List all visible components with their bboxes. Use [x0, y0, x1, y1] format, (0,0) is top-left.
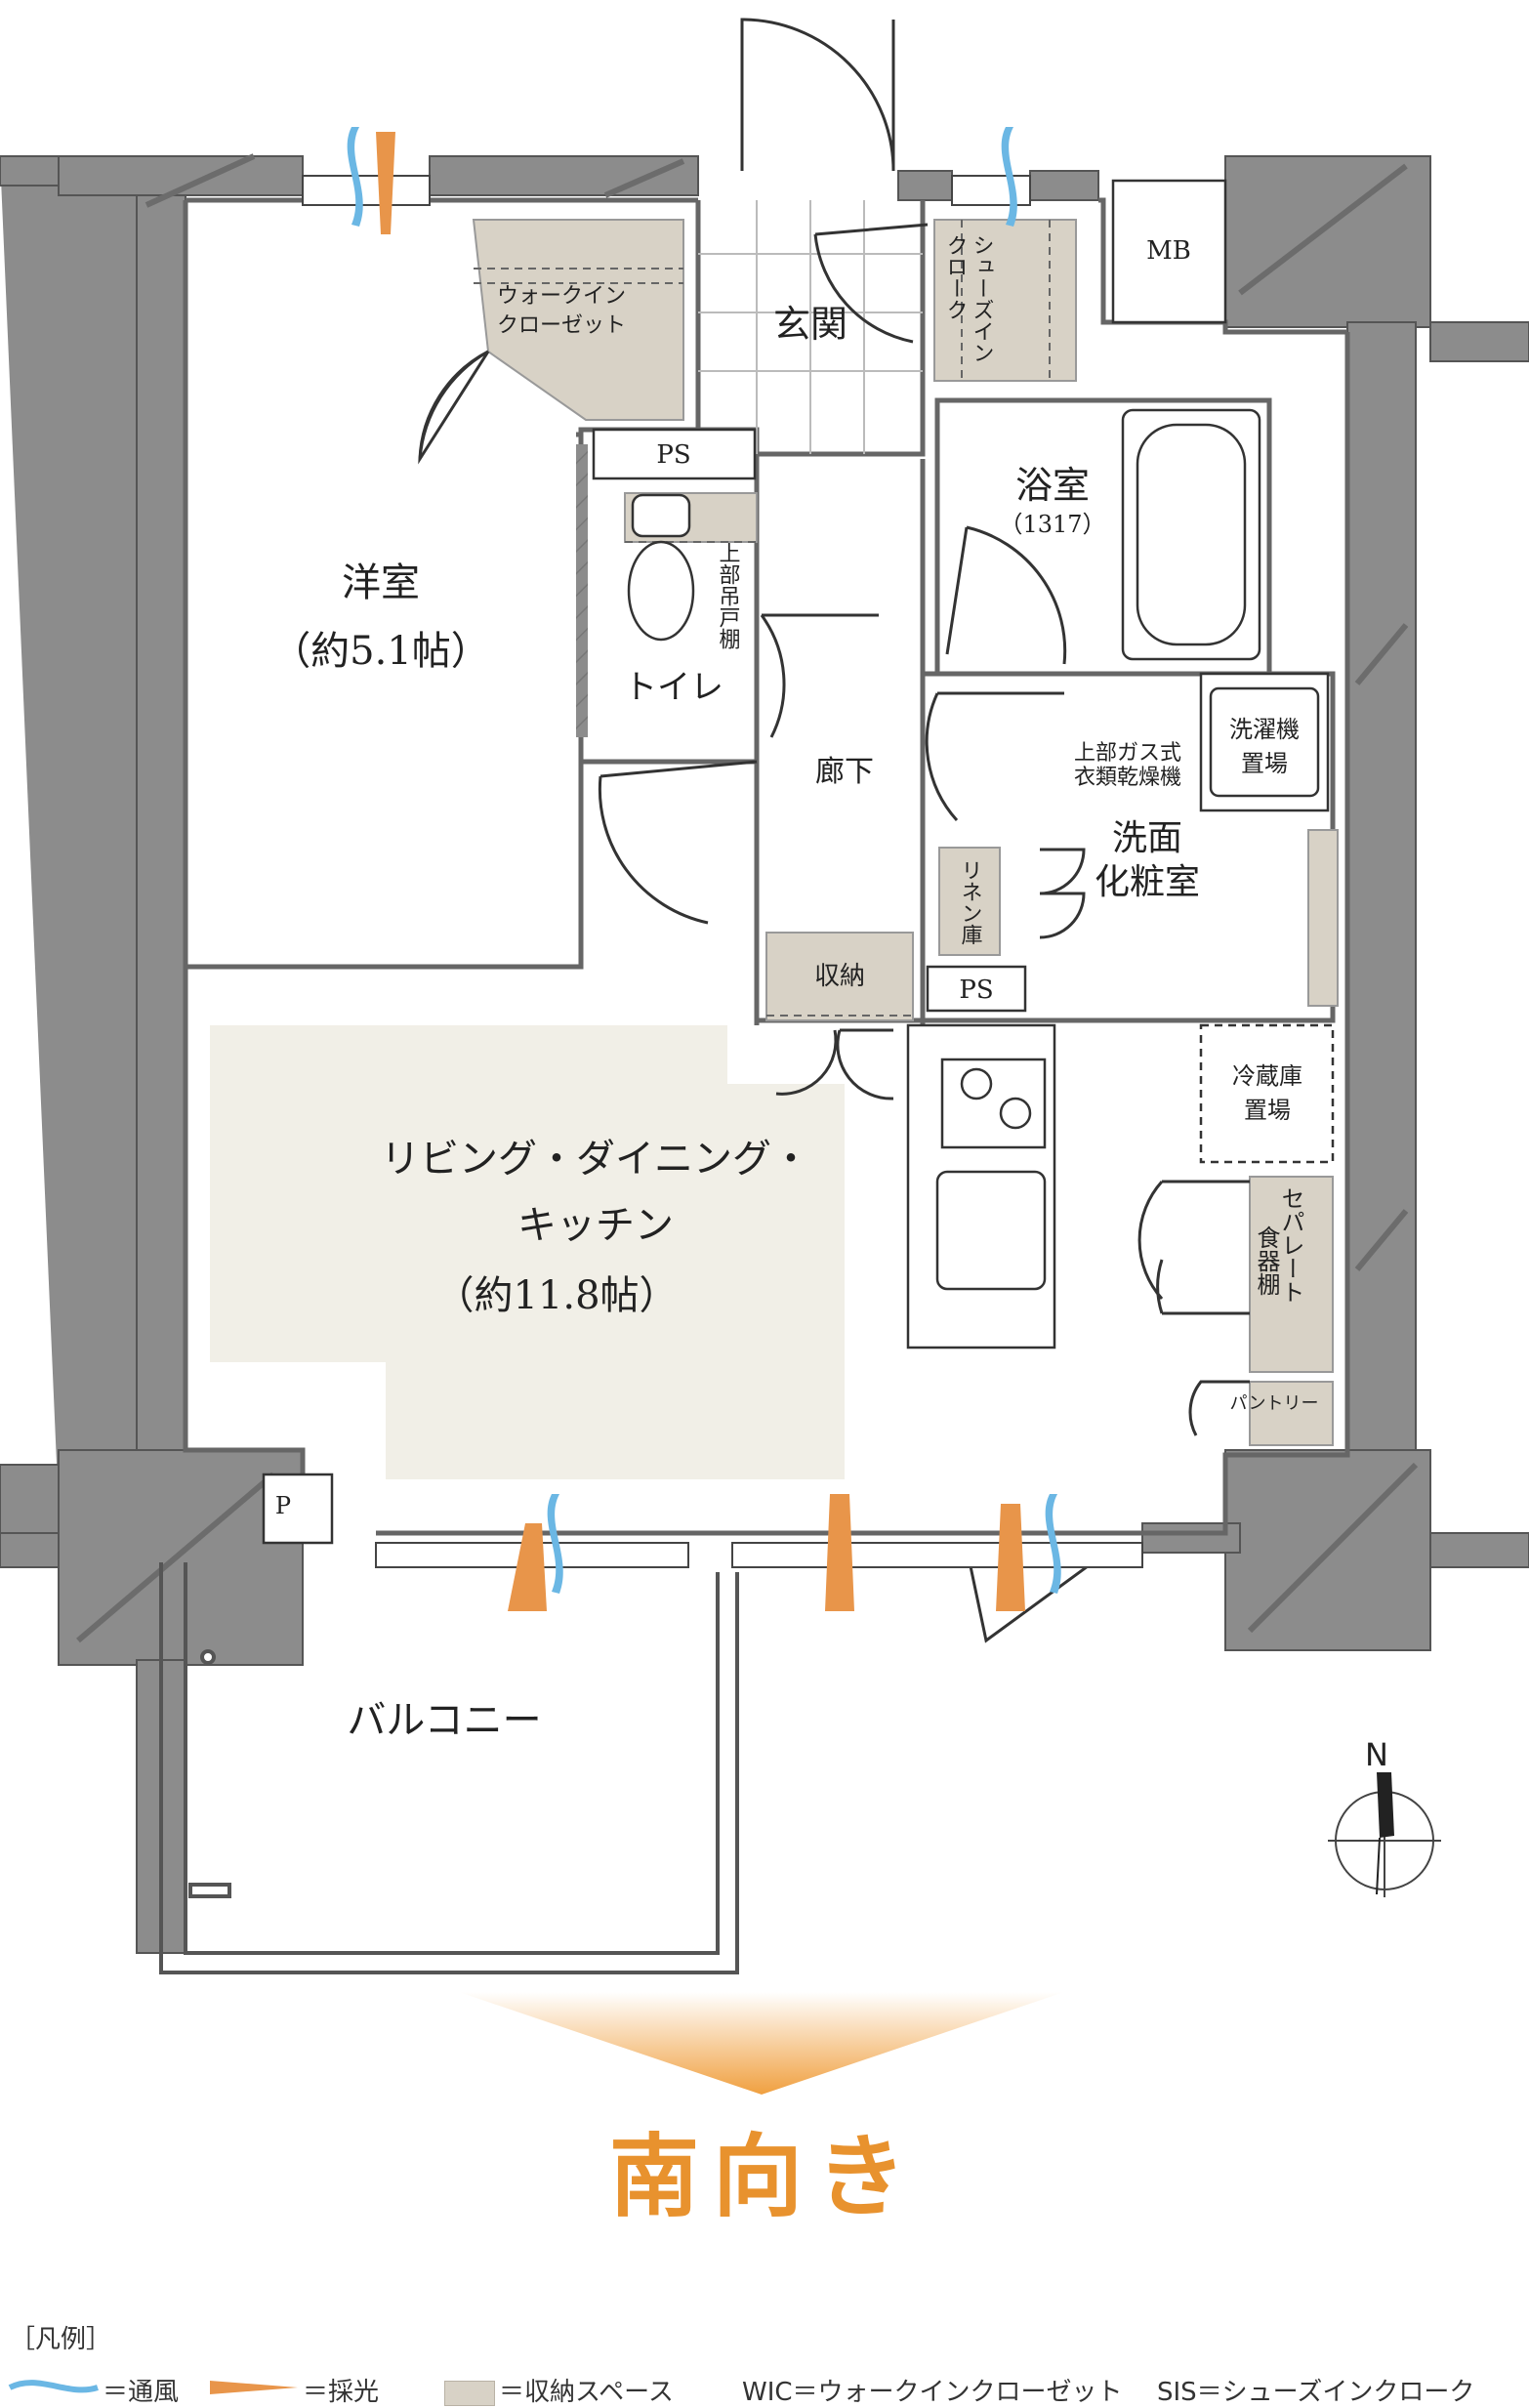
- room-labels: 洋室 （約5.1帖） ウォークイン クローゼット 玄関 MB PS PS 浴室 …: [271, 236, 1318, 1743]
- entrance-label: 玄関: [773, 303, 847, 346]
- dryer-note-1: 上部ガス式: [1074, 741, 1181, 766]
- wic-label-1: ウォークイン: [497, 284, 626, 309]
- sis-vertical-1: シューズイン: [970, 234, 994, 363]
- legend-daylight: ＝採光: [303, 2378, 380, 2407]
- doors: [418, 18, 1250, 1643]
- legend-title: ［凡例］: [10, 2325, 112, 2354]
- south-direction-arrow-icon: [459, 1992, 1064, 2095]
- legend-storage: ＝収納スペース: [444, 2372, 674, 2408]
- storage-label: 収納: [814, 962, 865, 991]
- bathroom-label: 浴室: [1015, 464, 1090, 507]
- legend: ［凡例］ ＝通風 ＝採光 ＝収納スペース WIC＝ウォークインクローゼット SI…: [0, 2319, 1529, 2407]
- orientation-heading: 南向き: [608, 2125, 920, 2229]
- vertical-labels: シューズイン クローク 上部吊戸棚 リネン庫 セパレート 食器棚: [716, 234, 1305, 1304]
- storage-dashes: [474, 220, 1051, 1017]
- pantry-storage: [1249, 1381, 1334, 1446]
- compass: N: [1328, 1736, 1441, 1897]
- linen-vertical: リネン庫: [958, 859, 983, 945]
- daylight-markers: [376, 132, 1025, 1611]
- ps-top-label: PS: [656, 440, 690, 470]
- legend-swatches: [8, 2380, 298, 2394]
- entrance-tiles: [698, 200, 923, 454]
- linen-storage: [938, 847, 1001, 956]
- balcony-label: バルコニー: [347, 1698, 541, 1743]
- washroom-label-1: 洗面: [1112, 818, 1182, 858]
- storage-areas: [472, 219, 1339, 1446]
- toilet-wall-hatch: [576, 444, 588, 737]
- sis-storage: [933, 219, 1077, 382]
- legend-storage-text: ＝収納スペース: [499, 2378, 674, 2407]
- upper-shelf-vertical: 上部吊戸棚: [716, 542, 741, 649]
- dryer-note-2: 衣類乾燥機: [1074, 766, 1181, 790]
- column-hatching: [76, 153, 1419, 1643]
- compass-north-label: N: [1365, 1736, 1388, 1773]
- separate-cabinet-vertical-1: セパレート: [1277, 1186, 1304, 1304]
- daylight-swatch-icon: [210, 2381, 298, 2394]
- fixtures: [262, 179, 1335, 1545]
- ventilation-markers: [347, 127, 1061, 1594]
- storage-swatch-icon: [444, 2380, 495, 2406]
- front-door-arc: [740, 18, 895, 172]
- hall-storage: [765, 932, 914, 1021]
- ventilation-swatch-icon: [8, 2380, 99, 2393]
- fridge-label-2: 置場: [1244, 1097, 1291, 1124]
- washer-label-1: 洗濯機: [1229, 716, 1300, 743]
- western-room-size: （約5.1帖）: [271, 629, 490, 674]
- toilet-label: トイレ: [624, 668, 723, 707]
- compass-needle-icon: [1377, 1772, 1394, 1838]
- mb-label: MB: [1146, 236, 1191, 266]
- pantry-label: パントリー: [1230, 1393, 1319, 1414]
- wic-label-2: クローゼット: [497, 313, 626, 338]
- washroom-label-2: 化粧室: [1095, 862, 1200, 902]
- ldk-label-1: リビング・ダイニング・: [381, 1137, 810, 1182]
- fridge-label-1: 冷蔵庫: [1232, 1062, 1302, 1090]
- wic-storage: [472, 219, 684, 421]
- separate-cabinet-storage: [1249, 1176, 1334, 1373]
- sis-vertical-2: クローク: [943, 234, 968, 320]
- ldk-size: （約11.8帖）: [434, 1273, 678, 1318]
- legend-wic: WIC＝ウォークインクローゼット: [742, 2378, 1123, 2407]
- ldk-floor: [210, 1025, 845, 1479]
- ps-mid-label: PS: [959, 976, 993, 1005]
- washer-label-2: 置場: [1241, 750, 1288, 777]
- corridor-label: 廊下: [815, 755, 874, 789]
- bathroom-size: （1317）: [999, 511, 1105, 538]
- washroom-cabinet: [1307, 829, 1339, 1007]
- separate-cabinet-vertical-2: 食器棚: [1253, 1225, 1280, 1296]
- legend-ventilation: ＝通風: [103, 2378, 180, 2407]
- western-room-label: 洋室: [342, 560, 420, 605]
- legend-sis: SIS＝シューズインクローク: [1157, 2378, 1475, 2407]
- balcony: [159, 1562, 739, 1974]
- p-label: P: [275, 1492, 291, 1519]
- ldk-label-2: キッチン: [517, 1203, 674, 1248]
